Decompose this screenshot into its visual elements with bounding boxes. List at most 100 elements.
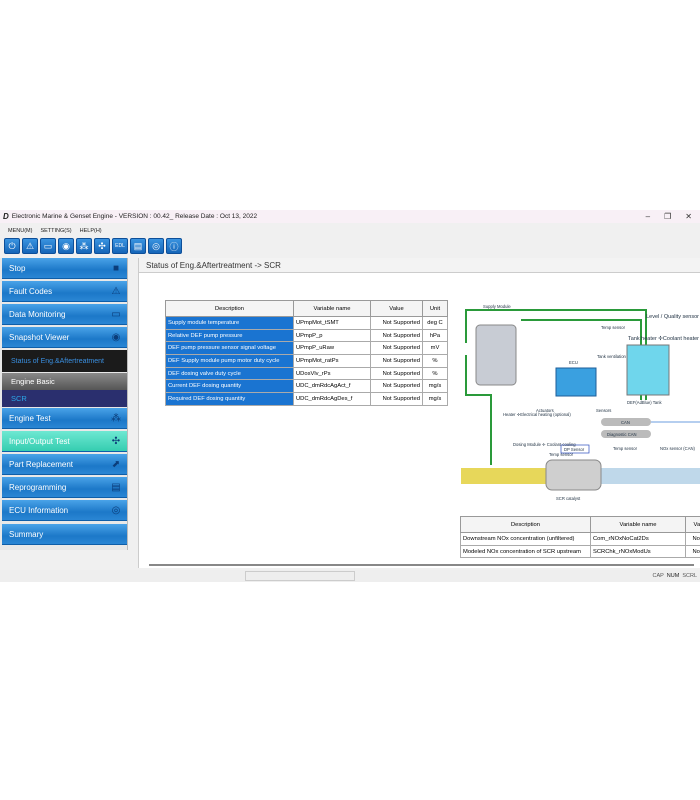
info-button[interactable]: ⓘ — [166, 238, 182, 254]
table-cell: UPmpMot_tSMT — [293, 316, 371, 330]
column-header: Variable name — [590, 516, 686, 533]
restore-button[interactable]: ❐ — [664, 212, 672, 221]
table-cell: DEF dosing valve duty cycle — [165, 366, 294, 381]
sidebar-item-io-test[interactable]: Input/Output Test✣ — [2, 431, 127, 452]
table-cell: Not Supported — [370, 328, 423, 343]
title-bar: D Electronic Marine & Genset Engine - VE… — [0, 210, 700, 223]
table-cell: Not Supported — [370, 392, 423, 406]
horizontal-scrollbar[interactable] — [149, 564, 694, 566]
num-indicator: NUM — [666, 573, 680, 579]
label-temp-sensor-2: Temp sensor — [613, 446, 638, 451]
info-icon: ⓘ — [169, 241, 179, 252]
sidebar-item-ecu-information[interactable]: ECU Information ◎ — [2, 500, 127, 521]
status-field — [245, 571, 355, 581]
sidebar-item-part-replacement[interactable]: Part Replacement⬈ — [2, 454, 127, 475]
sidebar-item-status-group[interactable]: Status of Eng.&Aftertreatment — [2, 350, 127, 372]
camera-button[interactable]: ◉ — [58, 238, 74, 254]
menu-help[interactable]: HELP(H) — [79, 228, 102, 234]
label: ECU Information — [9, 505, 69, 515]
column-header: Description — [460, 516, 591, 533]
app-logo: D — [3, 212, 9, 221]
table-cell: UDC_dmRdcAgDes_f — [293, 392, 371, 406]
menu-settings[interactable]: SETTING(S) — [40, 228, 72, 234]
edl-icon: EDL — [115, 243, 125, 249]
label-temp-sensor-1: Temp sensor — [549, 452, 574, 457]
table-cell: hPa — [422, 328, 448, 343]
io-test-icon: ✣ — [111, 435, 121, 447]
column-header: Value — [370, 300, 423, 317]
label: Summary — [9, 529, 44, 539]
sidebar-item-reprogramming[interactable]: Reprogramming ▤ — [2, 477, 127, 498]
ecu-button[interactable]: ◎ — [148, 238, 164, 254]
close-button[interactable]: ✕ — [685, 212, 692, 221]
label: Status of Eng.&Aftertreatment — [11, 357, 104, 365]
label-heater: Heater ✢Electrical heating (optional) — [503, 412, 571, 417]
power-button[interactable]: ⏻ — [4, 238, 20, 254]
io-test-button[interactable]: ✣ — [94, 238, 110, 254]
power-icon: ⏻ — [8, 240, 16, 251]
file-icon: ▤ — [111, 481, 121, 493]
file-icon: ▤ — [133, 240, 143, 251]
table-cell: Not Supported — [370, 341, 423, 356]
ecu-icon: ◎ — [111, 504, 121, 516]
table-cell: Downstream NOx concentration (unfiltered… — [460, 532, 591, 546]
table-cell: SCRChk_rNOxModUs — [590, 544, 686, 559]
ecu-icon: ◎ — [152, 240, 160, 251]
label: SCR — [11, 394, 27, 403]
table-cell: Not Supported — [370, 366, 423, 381]
label: Part Replacement — [9, 459, 74, 469]
sidebar-item-engine-basic[interactable]: Engine Basic — [2, 373, 127, 390]
app-window: D Electronic Marine & Genset Engine - VE… — [0, 210, 700, 582]
sidebar-item-summary[interactable]: Summary — [2, 524, 127, 545]
menu-menu[interactable]: MENU(M) — [8, 228, 33, 234]
column-header: Description — [165, 300, 294, 317]
table-cell: Com_rNOxNoCat2Ds — [590, 532, 686, 546]
io-test-icon: ✣ — [98, 240, 106, 251]
engine-test-icon: ⁂ — [79, 240, 89, 251]
sidebar-item-data-monitoring[interactable]: Data Monitoring▭ — [2, 304, 127, 325]
cap-indicator: CAP — [652, 573, 664, 579]
content-panel: Status of Eng.&Aftertreatment -> SCR Des… — [138, 258, 700, 568]
toolbar: ⏻ ⚠ ▭◉ ⁂ ✣ EDL ▤ ◎ ⓘ — [4, 238, 182, 257]
sidebar-item-engine-test[interactable]: Engine Test⁂ — [2, 408, 127, 429]
label: Reprogramming — [9, 482, 67, 492]
label: Engine Basic — [11, 377, 55, 386]
table-cell: UDosVlv_rPs — [293, 366, 371, 381]
table-cell: UPmpP_uRaw — [293, 341, 371, 356]
column-header: Unit — [422, 300, 448, 317]
table-cell: Supply module temperature — [165, 316, 294, 330]
scr-system-diagram: Supply Module ECU DEF(AdBlue) Tank Level… — [461, 304, 700, 501]
table-row[interactable]: Downstream NOx concentration (unfiltered… — [460, 532, 700, 546]
sidebar-item-stop[interactable]: Stop■ — [2, 258, 127, 279]
sidebar-item-fault-codes[interactable]: Fault Codes⚠ — [2, 281, 127, 302]
file-button[interactable]: ▤ — [130, 238, 146, 254]
engine-test-icon: ⁂ — [111, 412, 121, 424]
warning-button[interactable]: ⚠ — [22, 238, 38, 254]
label-dosing-module: Dosing Module ✢ Coolant cooling — [513, 442, 576, 447]
sidebar: Stop■ Fault Codes⚠ Data Monitoring▭ Snap… — [0, 258, 128, 550]
table-cell: UDC_dmRdcAgAct_f — [293, 379, 371, 394]
minimize-button[interactable]: – — [645, 212, 651, 221]
label-ecu: ECU — [569, 360, 578, 365]
scrl-indicator: SCRL — [682, 573, 697, 579]
label-temp-sensor: Temp sensor — [601, 325, 626, 330]
edl-button[interactable]: EDL — [112, 238, 128, 254]
sidebar-item-snapshot-viewer[interactable]: Snapshot Viewer◉ — [2, 327, 127, 348]
label-supply-module: Supply Module — [483, 304, 511, 309]
nox-data-table: Description Variable name Val Downstream… — [460, 516, 700, 559]
table-cell: UPmpP_p — [293, 328, 371, 343]
monitor-button[interactable]: ▭ — [40, 238, 56, 254]
table-row[interactable]: Modeled NOx concentration of SCR upstrea… — [460, 544, 700, 559]
warning-icon: ⚠ — [25, 240, 35, 251]
sidebar-item-scr[interactable]: SCR — [2, 390, 127, 407]
engine-test-button[interactable]: ⁂ — [76, 238, 92, 254]
table-cell: Not Supported — [370, 354, 423, 368]
table-cell: mV — [422, 341, 448, 356]
